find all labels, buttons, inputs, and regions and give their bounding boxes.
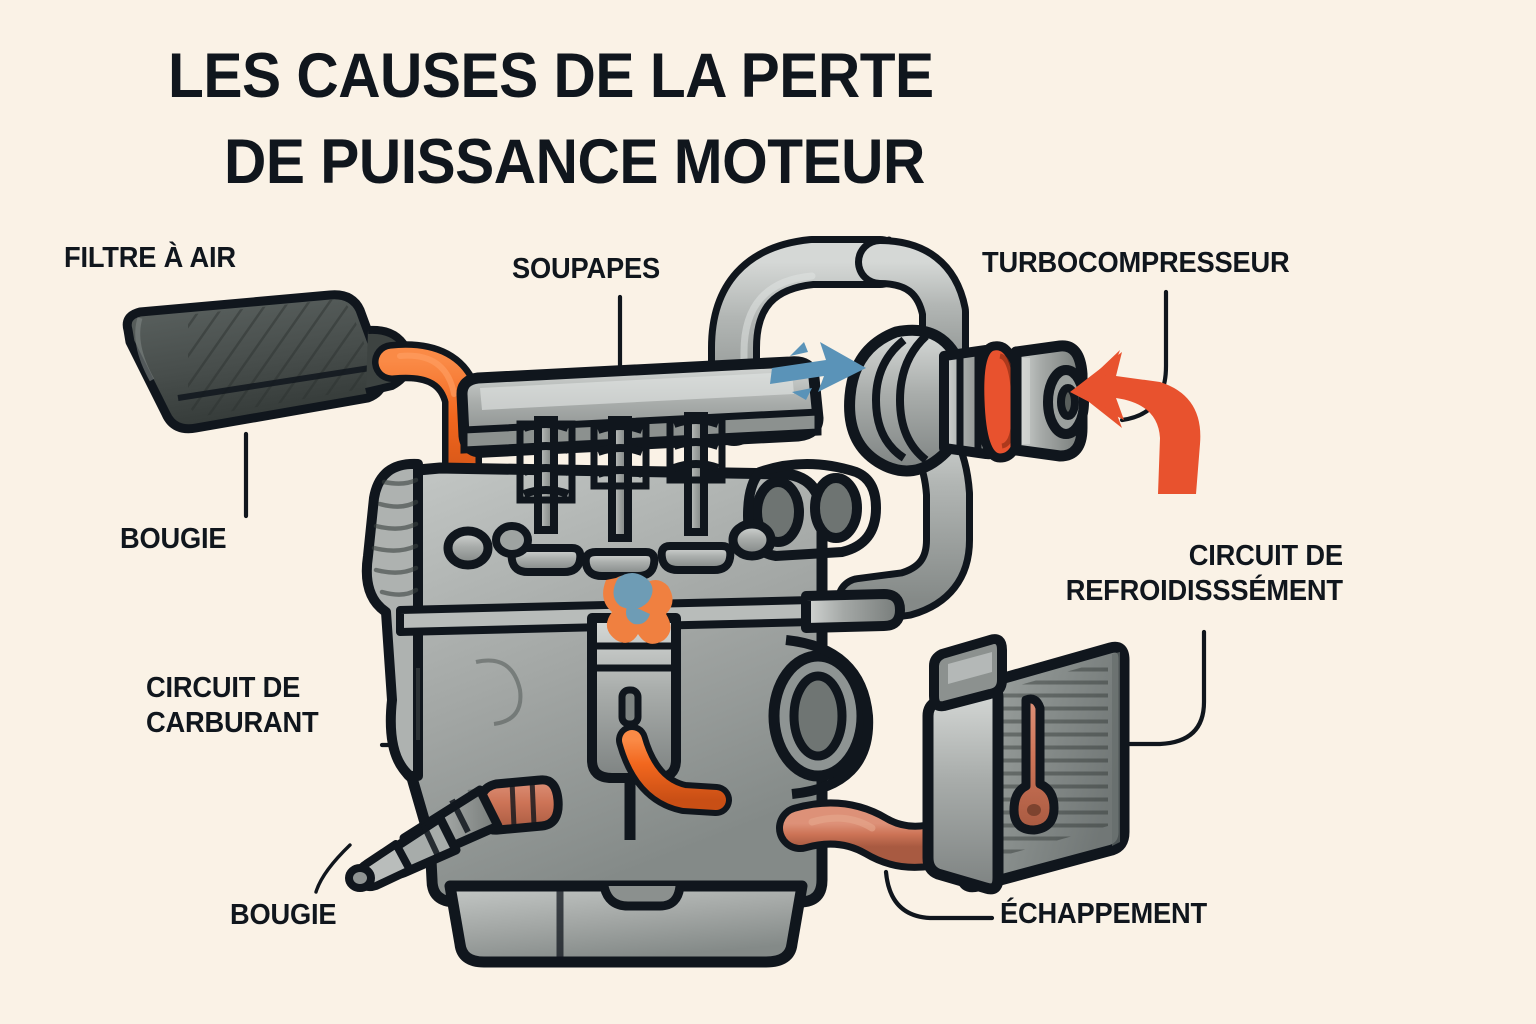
label-bougie-bottom: BOUGIE [230,899,337,931]
valve-1 [507,416,585,576]
exhaust-flow-arrow [1070,350,1201,494]
label-bougie-top: BOUGIE [120,523,227,555]
label-carburant-line-1: CIRCUIT DE [146,672,301,704]
label-circuit-de-refroidissement: CIRCUIT DE REFROIDISSSÉMENT [1066,539,1343,610]
label-refroidissement-line-2: REFROIDISSSÉMENT [1065,575,1343,608]
label-echappement: ÉCHAPPEMENT [1000,898,1207,930]
label-circuit-de-carburant: CIRCUIT DE CARBURANT [146,671,319,742]
piston-assembly [587,613,681,840]
intake-pipe-arch [708,236,969,446]
label-filtre-a-air: FILTRE À AIR [64,242,236,274]
turbocharger-icon [844,324,1089,477]
label-carburant-line-2: CARBURANT [146,707,319,740]
fuel-circuit [475,724,732,835]
combustion-flame-icon [603,573,673,644]
leader-refroidissement [1115,629,1207,747]
air-filter-icon [122,290,414,434]
leader-echappement [883,869,995,921]
valve-2 [581,416,659,580]
radiator-icon [922,634,1130,895]
intake-flow-arrow [770,342,866,400]
label-turbocompresseur: TURBOCOMPRESSEUR [982,247,1290,279]
valve-train [443,412,776,580]
spark-plug-bottom-icon [345,785,503,892]
engine-right-ports [742,459,882,562]
valve-3 [657,412,735,574]
label-refroidissement-line-1: CIRCUIT DE [1188,540,1343,572]
leader-bougie-bottom [314,843,352,894]
label-soupapes: SOUPAPES [512,253,660,285]
rocker-bosses [443,519,776,570]
